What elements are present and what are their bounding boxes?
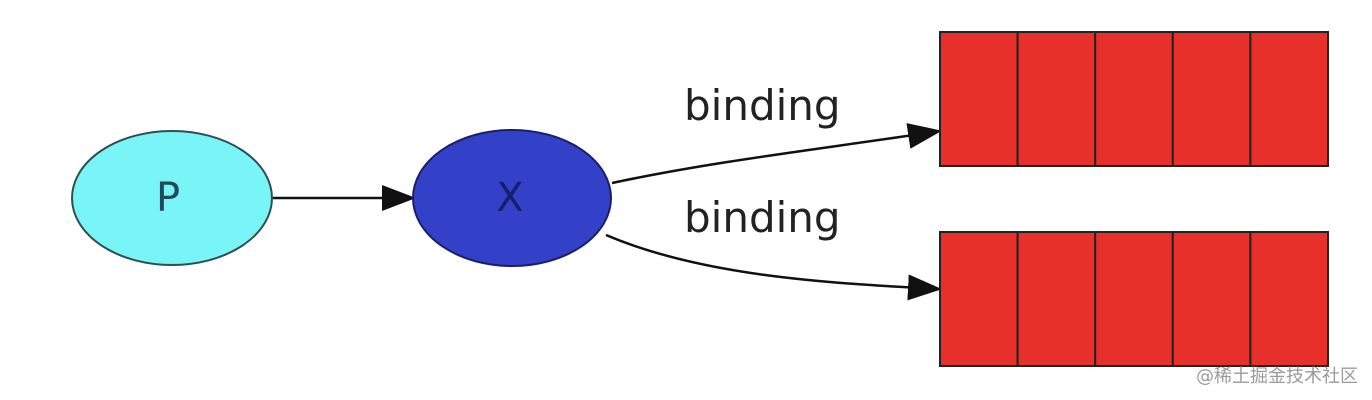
queue-1-cell <box>1094 31 1174 167</box>
exchange-node-label: X <box>496 175 523 221</box>
queue-2-cell <box>1094 231 1174 367</box>
watermark: @稀土掘金技术社区 <box>1196 366 1358 387</box>
exchange-node <box>412 129 612 267</box>
edge-exchange-to-queue-2 <box>605 233 942 301</box>
edge-label-binding-2: binding <box>684 193 841 242</box>
queue-2-cell <box>1249 231 1330 367</box>
queue-2 <box>939 231 1330 367</box>
queue-1-cell <box>939 31 1019 167</box>
edge-exchange-to-queue-1 <box>611 123 942 185</box>
queue-2-cell <box>1016 231 1097 367</box>
queue-2-cell <box>1171 231 1252 367</box>
queue-1-cell <box>1171 31 1252 167</box>
edge-label-binding-1: binding <box>684 81 841 130</box>
queue-1-cell <box>1016 31 1097 167</box>
queue-1 <box>939 31 1330 167</box>
producer-node <box>71 130 273 266</box>
queue-1-cell <box>1249 31 1330 167</box>
queue-2-cell <box>939 231 1019 367</box>
producer-node-label: P <box>156 175 180 221</box>
